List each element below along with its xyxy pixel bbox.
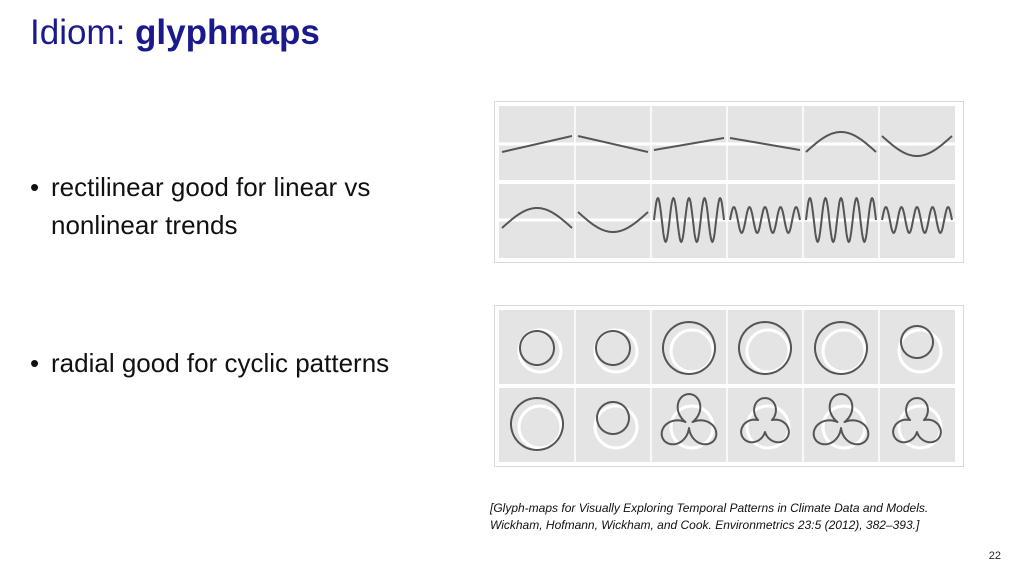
radial-glyph xyxy=(738,321,792,375)
rectilinear-glyph xyxy=(577,135,649,153)
bullet-text: rectilinear good for linear vs nonlinear… xyxy=(51,172,371,240)
radial-glyph xyxy=(814,321,868,375)
radial-glyph-cell xyxy=(651,386,727,462)
radial-glyph xyxy=(519,330,555,366)
radial-glyph-cell xyxy=(499,310,575,386)
rectilinear-glyph-cell xyxy=(803,182,879,258)
radial-glyph-cell xyxy=(803,310,879,386)
rectilinear-glyph-cell xyxy=(575,182,651,258)
radial-glyphmap xyxy=(499,310,955,462)
radial-glyph xyxy=(596,401,630,435)
radial-glyph xyxy=(660,393,718,446)
rectilinear-glyph-cell xyxy=(727,182,803,258)
radial-glyph-cell xyxy=(499,386,575,462)
rectilinear-glyph xyxy=(653,197,725,243)
radial-glyph-cell xyxy=(651,310,727,386)
radial-glyph-cell xyxy=(575,310,651,386)
rectilinear-glyph xyxy=(729,137,801,151)
reference-line xyxy=(745,328,791,374)
radial-glyphmap-figure xyxy=(494,305,964,467)
slide-title: Idiom: glyphmaps xyxy=(30,13,320,53)
reference-line xyxy=(669,328,715,374)
bullet-icon: • xyxy=(30,172,40,202)
radial-glyph-cell xyxy=(575,386,651,462)
rectilinear-glyph-cell xyxy=(499,106,575,182)
reference-line xyxy=(821,328,867,374)
citation: [Glyph-maps for Visually Exploring Tempo… xyxy=(490,501,929,532)
radial-glyph xyxy=(510,397,564,451)
bullet-icon: • xyxy=(30,348,40,378)
rectilinear-glyph-cell xyxy=(727,106,803,182)
rectilinear-glyph-cell xyxy=(651,182,727,258)
radial-glyph-cell xyxy=(727,386,803,462)
rectilinear-glyph-cell xyxy=(879,106,955,182)
reference-line xyxy=(593,404,639,450)
reference-line xyxy=(593,328,639,374)
radial-glyph xyxy=(662,321,716,375)
rectilinear-glyph-cell xyxy=(575,106,651,182)
reference-line xyxy=(517,404,563,450)
radial-glyph-cell xyxy=(727,310,803,386)
rectilinear-glyph xyxy=(805,197,877,243)
bullet-radial: • radial good for cyclic patterns xyxy=(30,344,480,382)
radial-glyph-cell xyxy=(879,310,955,386)
rectilinear-glyph-cell xyxy=(499,182,575,258)
radial-glyph xyxy=(740,397,790,444)
rectilinear-glyph xyxy=(501,135,573,153)
rectilinear-glyphmap-figure xyxy=(494,101,964,263)
radial-glyph xyxy=(812,393,870,446)
title-emphasis: glyphmaps xyxy=(135,13,320,52)
rectilinear-glyph xyxy=(729,206,801,234)
rectilinear-glyphmap xyxy=(499,106,955,258)
radial-glyph xyxy=(892,397,942,444)
reference-line xyxy=(745,404,791,450)
radial-glyph xyxy=(595,330,631,366)
rectilinear-glyph xyxy=(805,131,877,153)
radial-glyph-cell xyxy=(803,386,879,462)
rectilinear-glyph-cell xyxy=(803,106,879,182)
bullet-rectilinear: • rectilinear good for linear vs nonline… xyxy=(30,168,460,244)
rectilinear-glyph xyxy=(653,137,725,151)
rectilinear-glyph-cell xyxy=(879,182,955,258)
reference-line xyxy=(897,328,943,374)
rectilinear-glyph xyxy=(881,135,953,157)
rectilinear-glyph-cell xyxy=(651,106,727,182)
rectilinear-glyph xyxy=(501,207,573,229)
rectilinear-glyph xyxy=(881,206,953,234)
page-number: 22 xyxy=(988,550,1001,562)
reference-line xyxy=(897,404,943,450)
reference-line xyxy=(517,328,563,374)
radial-glyph-cell xyxy=(879,386,955,462)
title-prefix: Idiom: xyxy=(30,13,136,52)
radial-glyph xyxy=(900,325,934,359)
rectilinear-glyph xyxy=(577,211,649,233)
bullet-text: radial good for cyclic patterns xyxy=(51,348,390,378)
